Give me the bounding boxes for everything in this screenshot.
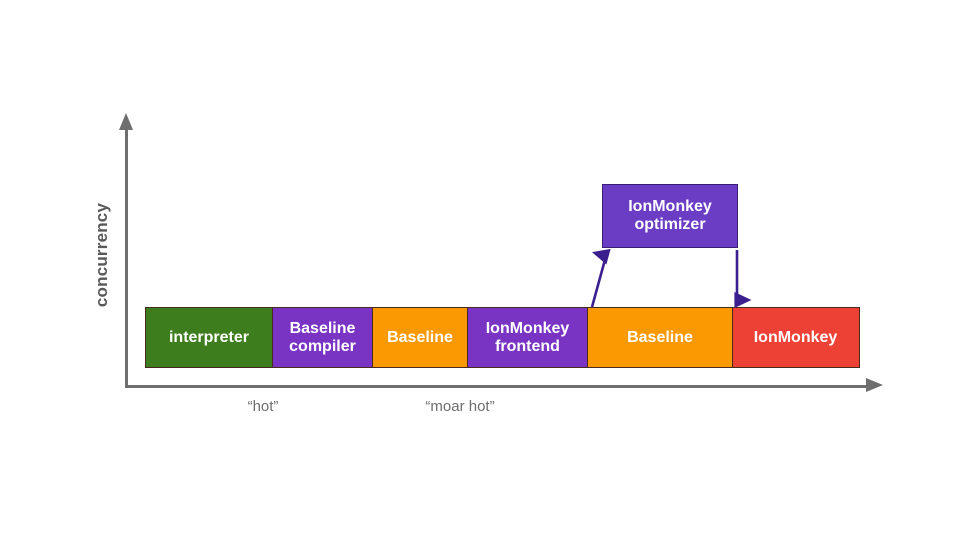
pipeline-stage[interactable]: IonMonkey frontend	[466, 307, 589, 368]
pipeline-stage[interactable]: Baseline	[587, 307, 733, 368]
x-axis-tick-label: “moar hot”	[425, 398, 495, 415]
x-axis-line	[125, 385, 873, 388]
pipeline-stage[interactable]: Baseline compiler	[271, 307, 374, 368]
pipeline-stage[interactable]: IonMonkey	[731, 307, 860, 368]
y-axis-arrow-icon	[119, 113, 133, 130]
pipeline-stage[interactable]: Baseline	[372, 307, 468, 368]
pipeline-stage[interactable]: interpreter	[145, 307, 273, 368]
x-axis-arrow-icon	[866, 378, 883, 392]
arrow-up-to-optimizer-icon	[590, 248, 611, 308]
x-axis-tick-label: “hot”	[247, 398, 279, 415]
y-axis-line	[125, 128, 128, 388]
ionmonkey-optimizer-callout[interactable]: IonMonkey optimizer	[602, 184, 738, 248]
y-axis-label: concurrency	[92, 202, 111, 308]
